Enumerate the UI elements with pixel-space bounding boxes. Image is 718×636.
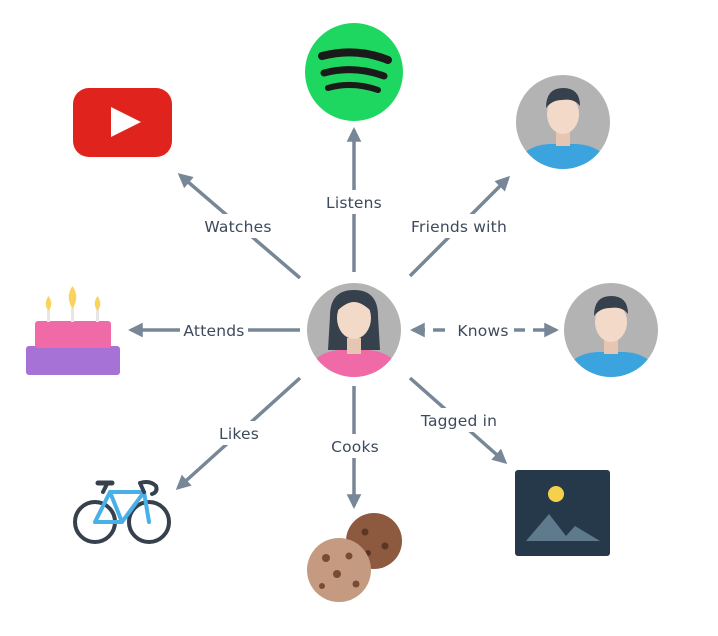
edge-label-likes: Likes: [219, 425, 259, 443]
edge-label-tagged-in: Tagged in: [420, 412, 497, 430]
edge-label-knows: Knows: [457, 322, 508, 340]
edge-label-cooks: Cooks: [331, 438, 379, 456]
spotify-icon: [305, 23, 403, 121]
edge-label-attends: Attends: [183, 322, 244, 340]
acquaintance-man-avatar-icon: [564, 283, 658, 377]
cookies-icon: [307, 513, 402, 602]
picture-icon: [515, 470, 610, 556]
birthday-cake-icon: [26, 286, 120, 375]
bicycle-icon: [73, 480, 171, 544]
edge-label-watches: Watches: [204, 218, 271, 236]
woman-avatar-icon: [307, 283, 401, 377]
youtube-icon: [73, 88, 172, 157]
edge-label-listens: Listens: [326, 194, 382, 212]
edge-label-friends-with: Friends with: [411, 218, 507, 236]
friend-man-avatar-icon: [516, 75, 610, 169]
